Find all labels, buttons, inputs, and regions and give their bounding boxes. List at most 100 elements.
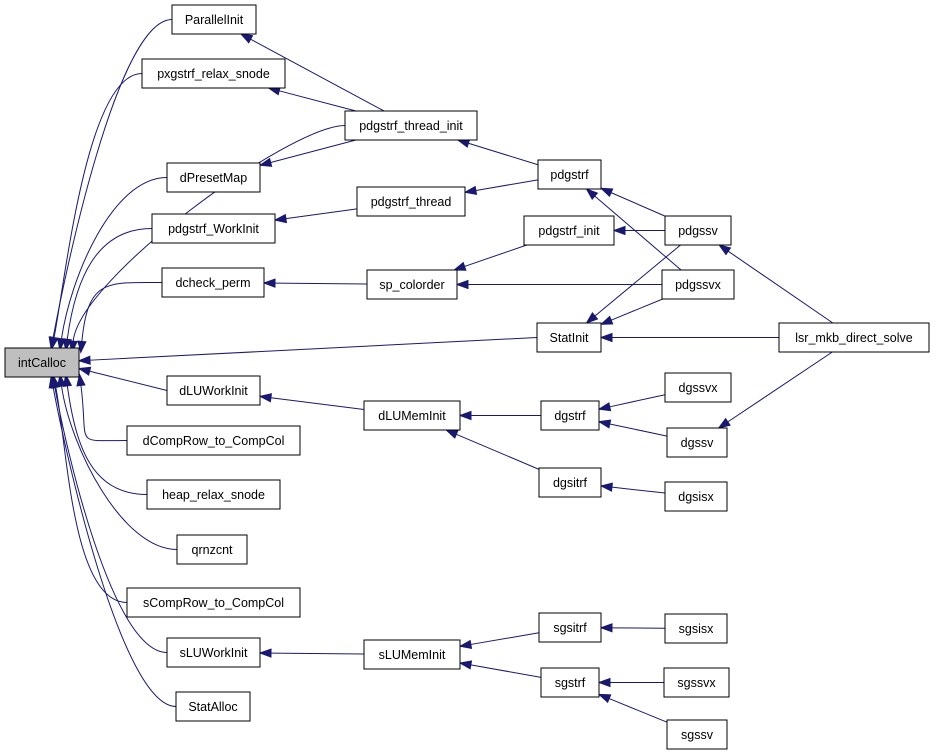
node-dgstrf[interactable]: dgstrf: [540, 400, 600, 431]
arrowhead-sLUMemInit: [458, 660, 473, 670]
arrowhead-StatInit: [599, 332, 613, 343]
node-box: [344, 110, 478, 141]
node-dLUMemInit[interactable]: dLUMemInit: [363, 400, 461, 431]
node-sgsitrf[interactable]: sgsitrf: [538, 612, 602, 643]
node-pdgssvx[interactable]: pdgssvx: [661, 269, 735, 300]
node-sgsisx[interactable]: sgsisx: [664, 613, 728, 644]
node-label: pdgstrf_thread_init: [359, 119, 463, 133]
node-heap_relax_snode[interactable]: heap_relax_snode: [146, 479, 281, 510]
edge-dgssv-to-dgstrf: [609, 423, 668, 437]
node-label: dgssvx: [679, 381, 719, 395]
edge-pxgstrf_relax_snode-to-intCalloc: [53, 73, 143, 338]
node-box: [666, 719, 728, 750]
node-label: dLUMemInit: [378, 409, 446, 423]
node-dgsitrf[interactable]: dgsitrf: [538, 467, 602, 498]
node-box: [664, 372, 732, 403]
node-StatInit[interactable]: StatInit: [536, 322, 602, 353]
arrowhead-pdgssv: [717, 244, 732, 256]
arrowhead-pdgstrf_thread: [463, 185, 478, 196]
node-sgssvx[interactable]: sgssvx: [663, 667, 730, 698]
node-box: [141, 58, 286, 89]
node-box: [540, 667, 600, 698]
arrowhead-pdgstrf_init: [612, 225, 626, 236]
node-ParallelInit[interactable]: ParallelInit: [171, 4, 257, 35]
edge-pdgssv-to-pdgstrf: [610, 192, 666, 217]
edge-lsr_mkb_direct_solve-to-dgssv: [727, 351, 833, 423]
arrowhead-intCalloc: [62, 373, 73, 388]
edge-dPresetMap-to-intCalloc: [60, 177, 168, 339]
edge-dgsitrf-to-dLUMemInit: [456, 433, 540, 470]
edge-sLUMemInit-to-sLUWorkInit: [270, 652, 365, 655]
arrowhead-intCalloc: [77, 366, 92, 376]
node-label: pdgstrf_WorkInit: [168, 222, 259, 236]
node-label: ParallelInit: [185, 13, 244, 27]
node-box: [778, 322, 930, 353]
node-box: [171, 4, 257, 35]
node-pdgssv[interactable]: pdgssv: [664, 215, 732, 246]
node-label: dCompRow_to_CompCol: [143, 434, 285, 448]
node-dPresetMap[interactable]: dPresetMap: [166, 162, 261, 193]
node-StatAlloc[interactable]: StatAlloc: [175, 691, 251, 722]
node-box: [146, 479, 281, 510]
node-dCompRow_to_CompCol[interactable]: dCompRow_to_CompCol: [126, 425, 301, 456]
node-sLUWorkInit[interactable]: sLUWorkInit: [166, 637, 261, 668]
edge-pdgstrf-to-pdgstrf_thread: [475, 179, 539, 191]
node-box: [537, 159, 602, 190]
node-sLUMemInit[interactable]: sLUMemInit: [363, 639, 461, 670]
node-dgssvx[interactable]: dgssvx: [664, 372, 732, 403]
node-label: dPresetMap: [180, 171, 247, 185]
node-sCompRow_to_CompCol[interactable]: sCompRow_to_CompCol: [126, 587, 301, 618]
edge-sp_colorder-to-dcheck_perm: [274, 282, 368, 285]
edge-dLUWorkInit-to-intCalloc: [89, 370, 168, 391]
edge-heap_relax_snode-to-intCalloc: [66, 385, 148, 495]
node-pdgstrf[interactable]: pdgstrf: [537, 159, 602, 190]
node-label: qrnzcnt: [192, 543, 234, 557]
node-sgstrf[interactable]: sgstrf: [540, 667, 600, 698]
node-pdgstrf_thread[interactable]: pdgstrf_thread: [356, 186, 466, 217]
arrowhead-dgstrf: [597, 419, 612, 429]
edge-dLUMemInit-to-dLUWorkInit: [270, 397, 365, 410]
node-box: [538, 467, 602, 498]
call-nodes: intCalloc ParallelInit pxgstrf_relax_snode…: [4, 4, 930, 750]
node-box: [363, 639, 461, 670]
node-intCalloc[interactable]: intCalloc: [4, 347, 80, 378]
node-box: [175, 691, 251, 722]
node-label: sgssvx: [677, 676, 716, 690]
node-lsr_mkb_direct_solve[interactable]: lsr_mkb_direct_solve: [778, 322, 930, 353]
node-box: [126, 587, 301, 618]
arrowhead-dcheck_perm: [262, 278, 276, 288]
node-pdgstrf_init[interactable]: pdgstrf_init: [523, 215, 615, 246]
arrowhead-dLUMemInit: [458, 410, 472, 421]
node-pxgstrf_relax_snode[interactable]: pxgstrf_relax_snode: [141, 58, 286, 89]
node-dgsisx[interactable]: dgsisx: [664, 481, 728, 512]
node-dgssv[interactable]: dgssv: [666, 427, 728, 458]
node-label: StatAlloc: [188, 700, 237, 714]
node-dLUWorkInit[interactable]: dLUWorkInit: [166, 375, 261, 406]
node-dcheck_perm[interactable]: dcheck_perm: [161, 267, 265, 298]
edge-pdgssvx-to-pdgstrf: [594, 195, 682, 271]
node-pdgstrf_thread_init[interactable]: pdgstrf_thread_init: [344, 110, 478, 141]
node-box: [666, 427, 728, 458]
arrowhead-intCalloc: [77, 355, 91, 365]
arrowhead-sgstrf: [597, 693, 612, 704]
node-label: heap_relax_snode: [162, 488, 265, 502]
arrowhead-dgstrf: [597, 402, 612, 412]
node-label: sgsisx: [679, 622, 714, 636]
arrowhead-intCalloc: [48, 375, 58, 389]
arrowhead-pdgstrf: [585, 188, 599, 201]
node-qrnzcnt[interactable]: qrnzcnt: [176, 534, 248, 565]
node-pdgstrf_WorkInit[interactable]: pdgstrf_WorkInit: [151, 213, 276, 244]
edge-dgssvx-to-dgstrf: [609, 394, 666, 408]
arrowhead-intCalloc: [77, 340, 87, 354]
node-box: [661, 269, 735, 300]
edge-pdgstrf-to-pdgstrf_thread_init: [468, 142, 539, 166]
node-box: [664, 481, 728, 512]
node-sp_colorder[interactable]: sp_colorder: [366, 269, 458, 300]
edge-lsr_mkb_direct_solve-to-pdgssv: [727, 250, 834, 324]
node-box: [523, 215, 615, 246]
edge-pdgstrf_thread_init-to-dPresetMap: [270, 139, 357, 163]
arrowhead-sp_colorder: [455, 279, 469, 290]
node-label: sgssv: [681, 728, 714, 742]
node-sgssv[interactable]: sgssv: [666, 719, 728, 750]
